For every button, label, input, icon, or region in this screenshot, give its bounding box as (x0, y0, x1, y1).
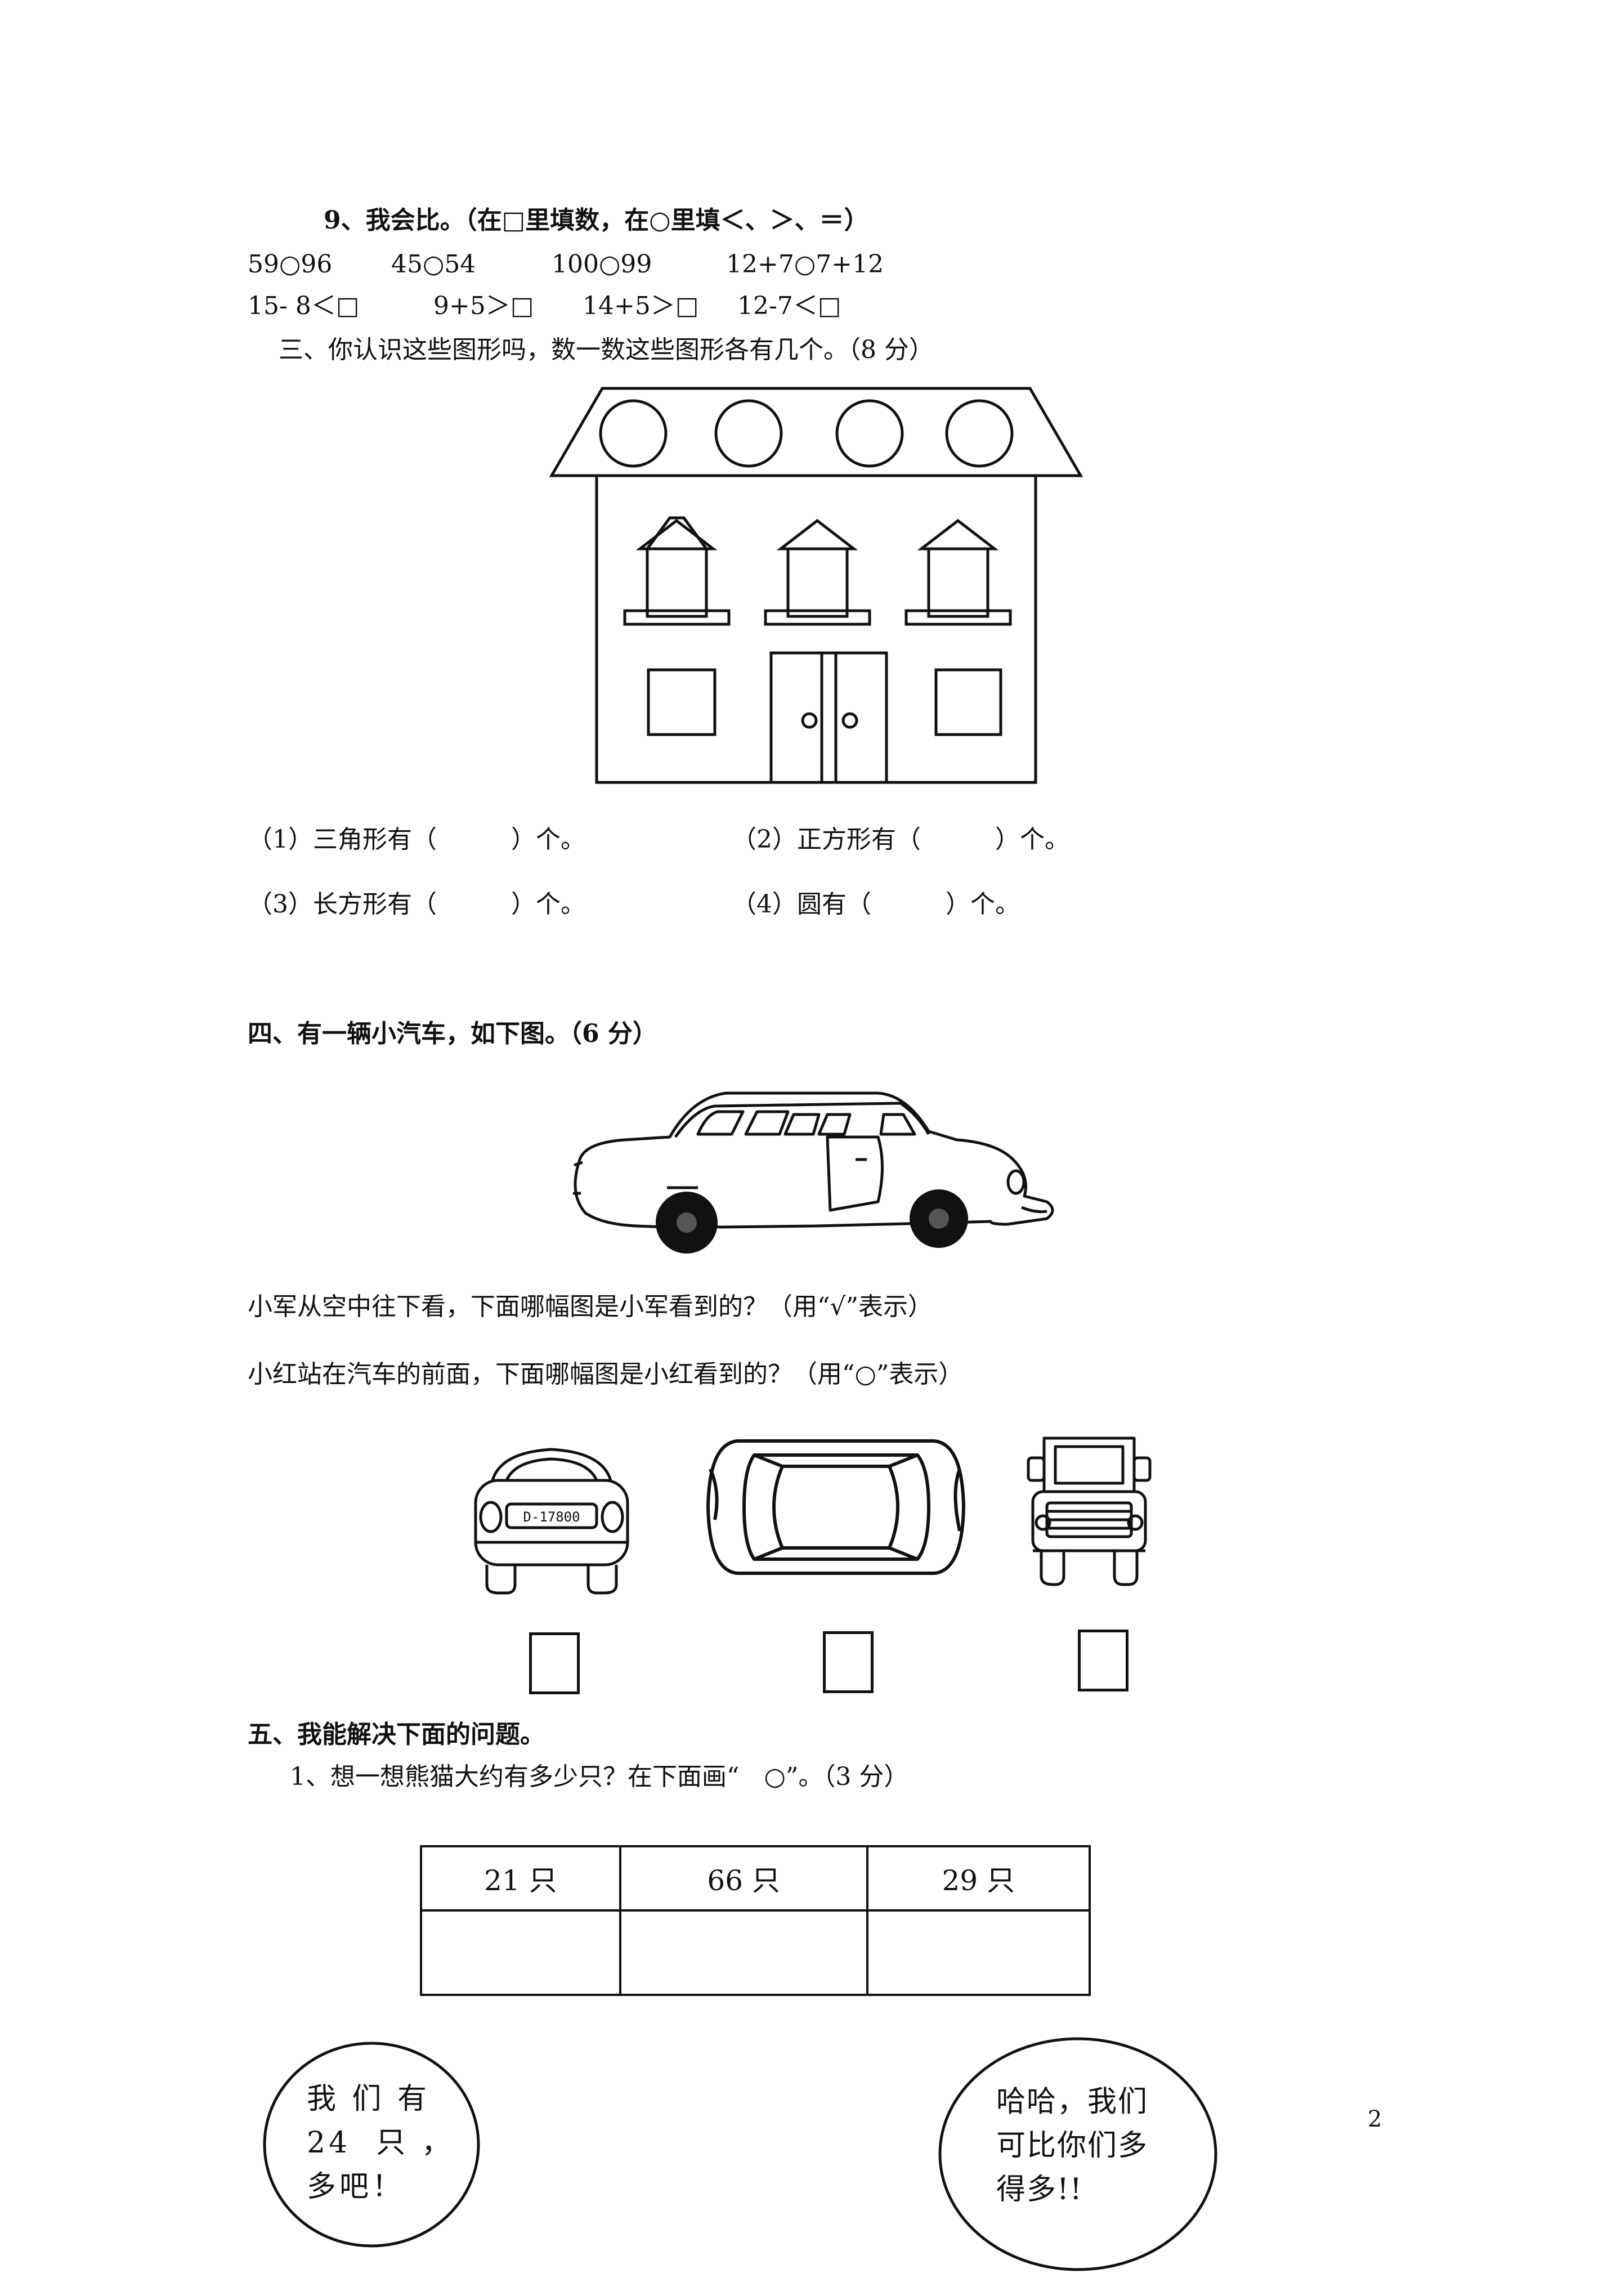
roof-trapezoid (549, 387, 1083, 477)
q9-row1-item4: 12+7○7+12 (726, 250, 884, 279)
q9-row1-item3: 100○99 (552, 250, 652, 279)
square-window-2 (934, 668, 1002, 736)
section3-q1: （1）三角形有（ ）个。 (248, 825, 585, 854)
q9-row1-item2: 45○54 (391, 250, 476, 279)
section3-q2: （2）正方形有（ ）个。 (732, 825, 1069, 854)
house-figure (549, 387, 1083, 784)
roof-circle-4 (945, 399, 1014, 468)
section3-title: 三、你认识这些图形吗，数一数这些图形各有几个。（8 分） (279, 335, 934, 364)
square-window-1 (647, 668, 717, 736)
table-answer-cell-21[interactable] (420, 1909, 621, 1996)
q9-title: 9、我会比。（在□里填数，在○里填＜、＞、＝） (324, 206, 869, 235)
roof-circle-1 (599, 399, 668, 468)
truck-front-view (1027, 1436, 1152, 1586)
car-front-view: D-17800 (474, 1448, 629, 1595)
car-top-view (706, 1439, 965, 1575)
table-answer-cell-29[interactable] (866, 1909, 1091, 1996)
car-window-5 (879, 1113, 916, 1136)
license-plate: D-17800 (523, 1509, 580, 1525)
table-header-29: 29 只 (866, 1845, 1091, 1912)
section4-line2: 小红站在汽车的前面，下面哪幅图是小红看到的？（用“○”表示） (248, 1360, 964, 1389)
roof-circle-2 (714, 399, 783, 468)
table-header-21: 21 只 (420, 1845, 621, 1912)
window-roof-2 (776, 518, 858, 550)
car-body (574, 1091, 1054, 1230)
car-door (826, 1135, 884, 1212)
panda-count-table: 21 只 66 只 29 只 (420, 1845, 1091, 1996)
q9-row2-item3: 14+5＞□ (583, 292, 699, 320)
table-header-66: 66 只 (619, 1845, 868, 1912)
speech-bubble-right-text: 哈哈，我们 可比你们多 得多!! (996, 2085, 1149, 2207)
car-window-2 (744, 1110, 790, 1136)
q9-row2-item2: 9+5＞□ (433, 292, 534, 320)
page-number: 2 (1368, 2106, 1382, 2132)
speech-bubble-right (938, 2037, 1217, 2271)
q9-row1-item1: 59○96 (248, 250, 333, 279)
section3-q3: （3）长方形有（ ）个。 (248, 890, 585, 919)
speech-bubble-left (263, 2042, 480, 2248)
window-roof-3 (917, 518, 999, 550)
table-answer-cell-66[interactable] (619, 1909, 868, 1996)
section4-title: 四、有一辆小汽车，如下图。（6 分） (248, 1019, 657, 1048)
speech-bubble-left-text: 我 们 有 24 只 ， 多吧！ (307, 2082, 454, 2204)
roof-circle-3 (835, 399, 904, 468)
answer-box-truck-front[interactable] (1078, 1630, 1129, 1691)
q9-row2-item4: 12-7＜□ (737, 292, 841, 320)
section3-q4: （4）圆有（ ）个。 (732, 890, 1020, 919)
car-window-3 (783, 1113, 821, 1136)
section5-title: 五、我能解决下面的问题。 (248, 1720, 545, 1749)
q9-row2-item1: 15- 8＜□ (248, 292, 360, 320)
car-window-1 (696, 1110, 745, 1136)
car-side-figure (573, 1091, 1054, 1254)
door (769, 651, 888, 784)
section5-q1: 1、想一想熊猫大约有多少只？在下面画“ ○”。（3 分） (290, 1762, 909, 1791)
answer-box-car-top[interactable] (823, 1631, 874, 1693)
car-window-4 (817, 1113, 852, 1136)
answer-box-car-front[interactable] (529, 1632, 580, 1694)
section4-line1: 小军从空中往下看，下面哪幅图是小军看到的？（用“√”表示） (248, 1292, 933, 1321)
